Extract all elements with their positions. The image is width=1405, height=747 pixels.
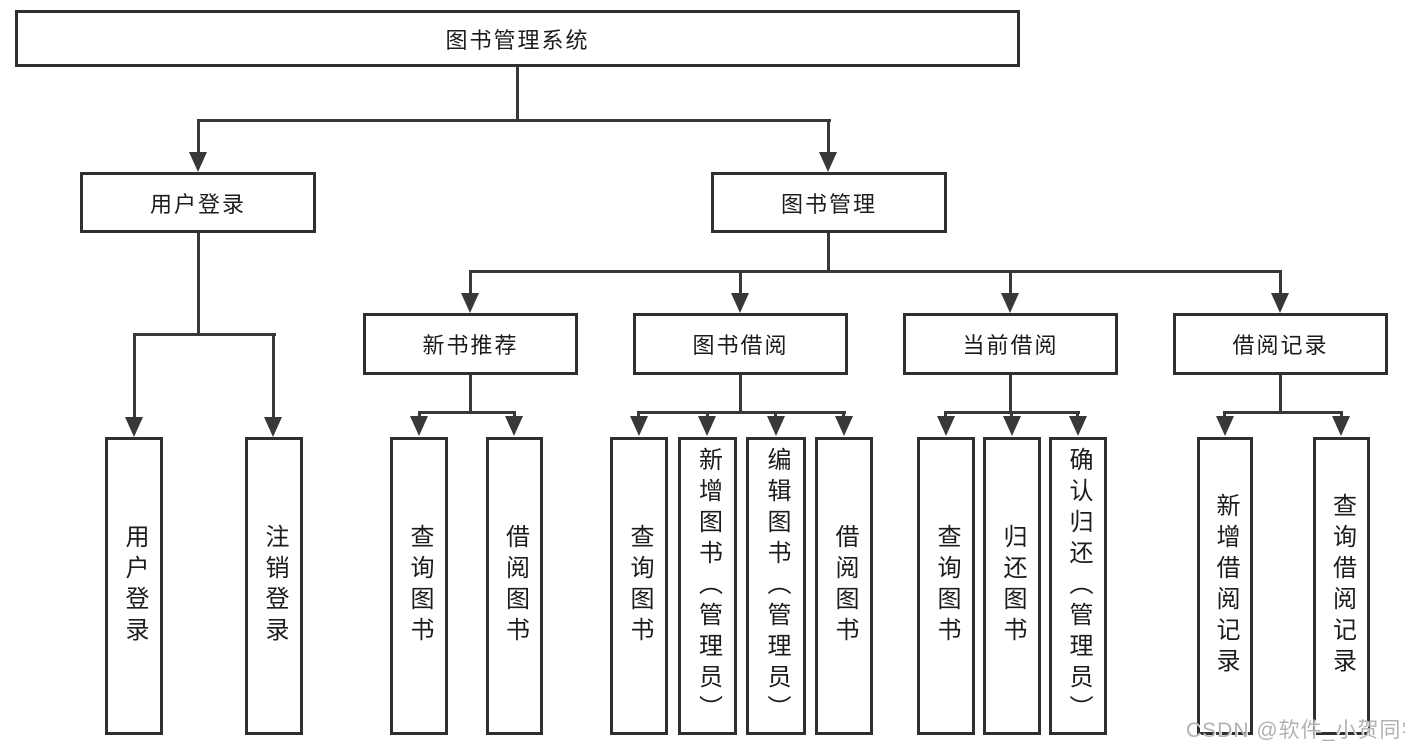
connector-line bbox=[638, 411, 846, 414]
csdn-watermark: CSDN @软件_小贺同学 bbox=[1186, 719, 1405, 742]
arrowhead-down-icon bbox=[505, 416, 523, 436]
node-label: 借阅图书 bbox=[831, 524, 858, 648]
arrowhead-down-icon bbox=[1003, 416, 1021, 436]
connector-line bbox=[418, 411, 516, 414]
node-leaf-borrow-books-recommend: 借阅图书 bbox=[486, 437, 543, 735]
node-label: 新增图书（管理员） bbox=[694, 446, 722, 726]
node-label: 新书推荐 bbox=[422, 333, 519, 358]
connector-line bbox=[1279, 375, 1282, 413]
node-leaf-query-books-recommend: 查询图书 bbox=[390, 437, 448, 735]
node-label: 编辑图书（管理员） bbox=[763, 446, 790, 726]
node-label: 查询图书 bbox=[406, 524, 433, 648]
connector-line bbox=[272, 333, 275, 423]
connector-line bbox=[469, 270, 472, 300]
arrowhead-down-icon bbox=[937, 416, 955, 436]
node-label: 查询借阅记录 bbox=[1328, 493, 1356, 679]
node-leaf-add-borrow-record: 新增借阅记录 bbox=[1197, 437, 1253, 735]
node-label: 借阅图书 bbox=[501, 524, 529, 648]
connector-line bbox=[197, 119, 831, 122]
node-current-borrowing: 当前借阅 bbox=[903, 313, 1118, 375]
arrowhead-down-icon bbox=[1216, 416, 1234, 436]
connector-line bbox=[1224, 411, 1343, 414]
connector-line bbox=[1009, 270, 1012, 300]
connector-line bbox=[469, 375, 472, 413]
arrowhead-down-icon bbox=[767, 416, 785, 436]
arrowhead-down-icon bbox=[1271, 293, 1289, 313]
arrowhead-down-icon bbox=[819, 152, 837, 172]
arrowhead-down-icon bbox=[1001, 293, 1019, 313]
arrowhead-down-icon bbox=[125, 417, 143, 437]
connector-line bbox=[133, 333, 276, 336]
node-leaf-user-login: 用户登录 bbox=[105, 437, 163, 735]
node-label: 当前借阅 bbox=[962, 333, 1059, 358]
node-label: 归还图书 bbox=[999, 524, 1026, 648]
arrowhead-down-icon bbox=[410, 416, 428, 436]
arrowhead-down-icon bbox=[189, 152, 207, 172]
arrowhead-down-icon bbox=[835, 416, 853, 436]
node-borrowing-records: 借阅记录 bbox=[1173, 313, 1388, 375]
connector-line bbox=[1279, 270, 1282, 300]
arrowhead-down-icon bbox=[264, 417, 282, 437]
connector-line bbox=[739, 375, 742, 413]
node-label: 注销登录 bbox=[261, 524, 288, 648]
arrowhead-down-icon bbox=[1069, 416, 1087, 436]
node-label: 借阅记录 bbox=[1232, 333, 1329, 358]
node-label: 查询图书 bbox=[626, 524, 653, 648]
arrowhead-down-icon bbox=[698, 416, 716, 436]
connector-line bbox=[197, 233, 200, 336]
node-leaf-borrow-books: 借阅图书 bbox=[815, 437, 873, 735]
connector-line bbox=[739, 270, 742, 300]
connector-line bbox=[469, 270, 1282, 273]
node-label: 图书借阅 bbox=[692, 333, 789, 358]
connector-line bbox=[1009, 375, 1012, 413]
node-label: 用户登录 bbox=[121, 524, 148, 648]
node-leaf-query-books-current: 查询图书 bbox=[917, 437, 975, 735]
arrowhead-down-icon bbox=[461, 293, 479, 313]
connector-line bbox=[133, 333, 136, 423]
connector-line bbox=[827, 233, 830, 272]
node-leaf-logout: 注销登录 bbox=[245, 437, 303, 735]
node-label: 图书管理 bbox=[780, 191, 877, 217]
node-label: 图书管理系统 bbox=[445, 27, 590, 53]
node-leaf-add-books-admin: 新增图书（管理员） bbox=[678, 437, 737, 735]
arrowhead-down-icon bbox=[1332, 416, 1350, 436]
node-book-management-branch: 图书管理 bbox=[711, 172, 947, 233]
node-leaf-confirm-return-admin: 确认归还（管理员） bbox=[1049, 437, 1107, 735]
node-label: 确认归还（管理员） bbox=[1065, 446, 1092, 726]
arrowhead-down-icon bbox=[731, 293, 749, 313]
connector-line bbox=[827, 119, 830, 155]
node-new-book-recommend: 新书推荐 bbox=[363, 313, 578, 375]
node-leaf-query-borrow-record: 查询借阅记录 bbox=[1313, 437, 1370, 735]
connector-line bbox=[197, 119, 200, 155]
node-leaf-query-books-borrowing: 查询图书 bbox=[610, 437, 668, 735]
node-leaf-return-books: 归还图书 bbox=[983, 437, 1041, 735]
connector-line bbox=[516, 67, 519, 121]
node-user-login-branch: 用户登录 bbox=[80, 172, 316, 233]
node-label: 查询图书 bbox=[933, 524, 960, 648]
node-root-system: 图书管理系统 bbox=[15, 10, 1020, 67]
node-label: 新增借阅记录 bbox=[1212, 493, 1239, 679]
arrowhead-down-icon bbox=[630, 416, 648, 436]
node-leaf-edit-books-admin: 编辑图书（管理员） bbox=[746, 437, 806, 735]
node-book-borrowing: 图书借阅 bbox=[633, 313, 848, 375]
node-label: 用户登录 bbox=[149, 191, 246, 217]
